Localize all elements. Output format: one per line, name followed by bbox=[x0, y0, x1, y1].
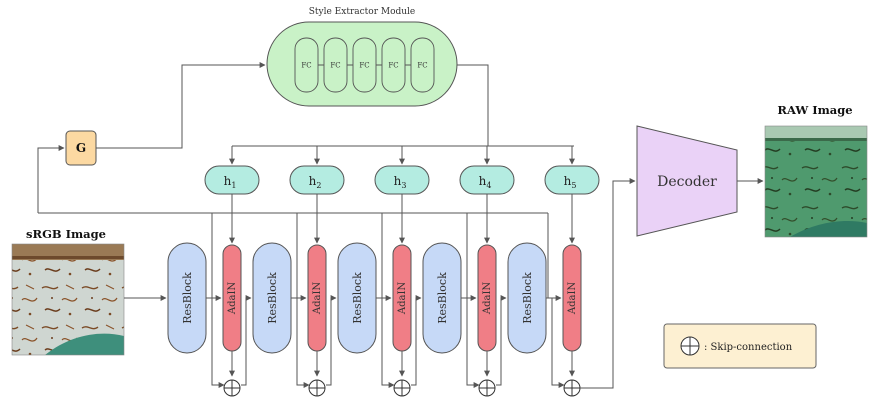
g-to-style-arrow bbox=[96, 62, 266, 149]
stage-wiring bbox=[206, 213, 575, 388]
style-output-wire bbox=[457, 64, 489, 146]
decoder bbox=[636, 125, 738, 237]
fc-layers: FC FC FC FC FC bbox=[294, 37, 435, 93]
h1-label: h1 bbox=[224, 174, 237, 190]
raw-image-title: RAW Image bbox=[777, 103, 852, 117]
srgb-image-title: sRGB Image bbox=[26, 227, 106, 241]
legend-text: : Skip-connection bbox=[704, 342, 793, 353]
to-decoder-arrow bbox=[580, 178, 636, 389]
fc-label-4: FC bbox=[388, 62, 398, 70]
resblock-label-4: ResBlock bbox=[436, 272, 449, 324]
skip-to-g-arrow bbox=[37, 145, 65, 213]
srgb-image bbox=[11, 243, 125, 356]
skip-adder-1 bbox=[223, 379, 241, 397]
fc-label-5: FC bbox=[417, 62, 427, 70]
adain-label-3: AdaIN bbox=[397, 282, 408, 316]
fc-label-3: FC bbox=[359, 62, 369, 70]
fc-label-2: FC bbox=[330, 62, 340, 70]
legend-box bbox=[663, 323, 817, 369]
raw-image bbox=[764, 125, 868, 238]
h4-label: h4 bbox=[479, 174, 492, 190]
h2-label: h2 bbox=[309, 174, 322, 190]
skip-adder-4 bbox=[478, 379, 496, 397]
adain-blocks: AdaIN AdaIN AdaIN AdaIN AdaIN bbox=[222, 244, 582, 352]
adain-label-2: AdaIN bbox=[312, 282, 323, 316]
resblock-label-1: ResBlock bbox=[181, 272, 194, 324]
skip-adder-2 bbox=[308, 379, 326, 397]
adain-label-4: AdaIN bbox=[482, 282, 493, 316]
h3-label: h3 bbox=[394, 174, 407, 190]
resblock-label-2: ResBlock bbox=[266, 272, 279, 324]
resblock-label-3: ResBlock bbox=[351, 272, 364, 324]
legend-adder-icon bbox=[680, 336, 700, 356]
skip-adders bbox=[223, 379, 581, 397]
style-codes: h1 h2 h3 h4 h5 bbox=[204, 165, 600, 195]
skip-adder-3 bbox=[393, 379, 411, 397]
h5-label: h5 bbox=[564, 174, 577, 190]
style-module-title: Style Extractor Module bbox=[309, 7, 416, 17]
resblock-label-5: ResBlock bbox=[521, 272, 534, 324]
adain-label-1: AdaIN bbox=[227, 282, 238, 316]
g-block-label: G bbox=[76, 141, 86, 155]
resblocks: ResBlock ResBlock ResBlock ResBlock ResB… bbox=[167, 242, 547, 354]
decoder-label: Decoder bbox=[657, 174, 717, 190]
skip-adder-5 bbox=[563, 379, 581, 397]
fc-label-1: FC bbox=[301, 62, 311, 70]
adain-label-5: AdaIN bbox=[567, 282, 578, 316]
